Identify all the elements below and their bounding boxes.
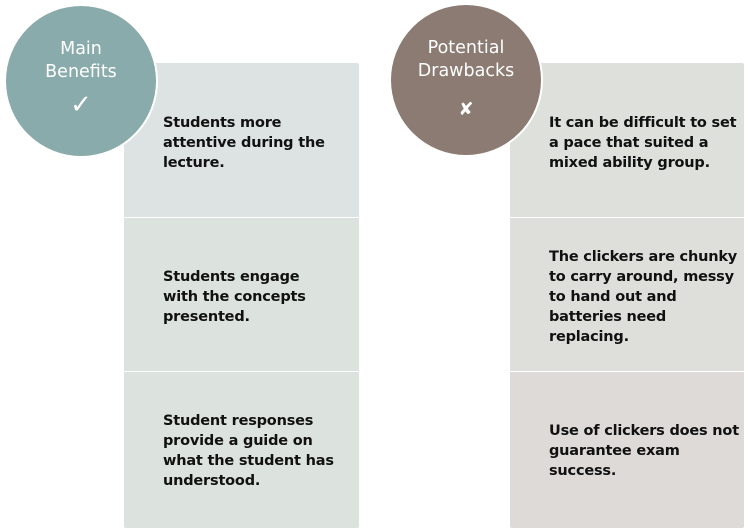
benefit-row-3: Student responses provide a guide on wha… — [124, 372, 359, 528]
drawbacks-title: Potential Drawbacks — [391, 37, 541, 83]
cross-icon: ✘ — [458, 99, 474, 119]
benefit-text-3: Student responses provide a guide on wha… — [163, 413, 334, 489]
drawbacks-panel: It can be difficult to set a pace that s… — [510, 63, 744, 528]
benefits-title: Main Benefits — [6, 38, 156, 84]
drawback-text-1: It can be difficult to set a pace that s… — [549, 115, 737, 171]
checkmark-icon: ✓ — [70, 89, 92, 119]
benefit-text-1: Students more attentive during the lectu… — [163, 115, 325, 171]
drawback-text-3: Use of clickers does not guarantee exam … — [549, 423, 739, 479]
drawbacks-title-line1: Potential — [427, 38, 505, 58]
drawback-row-1: It can be difficult to set a pace that s… — [510, 63, 744, 217]
benefits-title-line1: Main — [60, 39, 102, 59]
drawback-row-2: The clickers are chunky to carry around,… — [510, 218, 744, 371]
benefits-circle: Main Benefits ✓ — [4, 4, 158, 158]
drawback-text-2: The clickers are chunky to carry around,… — [549, 249, 738, 345]
drawbacks-circle: Potential Drawbacks ✘ — [389, 3, 543, 157]
benefit-row-1: Students more attentive during the lectu… — [124, 63, 359, 217]
benefits-panel: Students more attentive during the lectu… — [124, 63, 359, 528]
benefits-title-line2: Benefits — [45, 62, 117, 82]
benefit-row-2: Students engage with the concepts presen… — [124, 218, 359, 371]
drawback-row-3: Use of clickers does not guarantee exam … — [510, 372, 744, 528]
benefit-text-2: Students engage with the concepts presen… — [163, 269, 306, 325]
drawbacks-title-line2: Drawbacks — [417, 61, 515, 81]
